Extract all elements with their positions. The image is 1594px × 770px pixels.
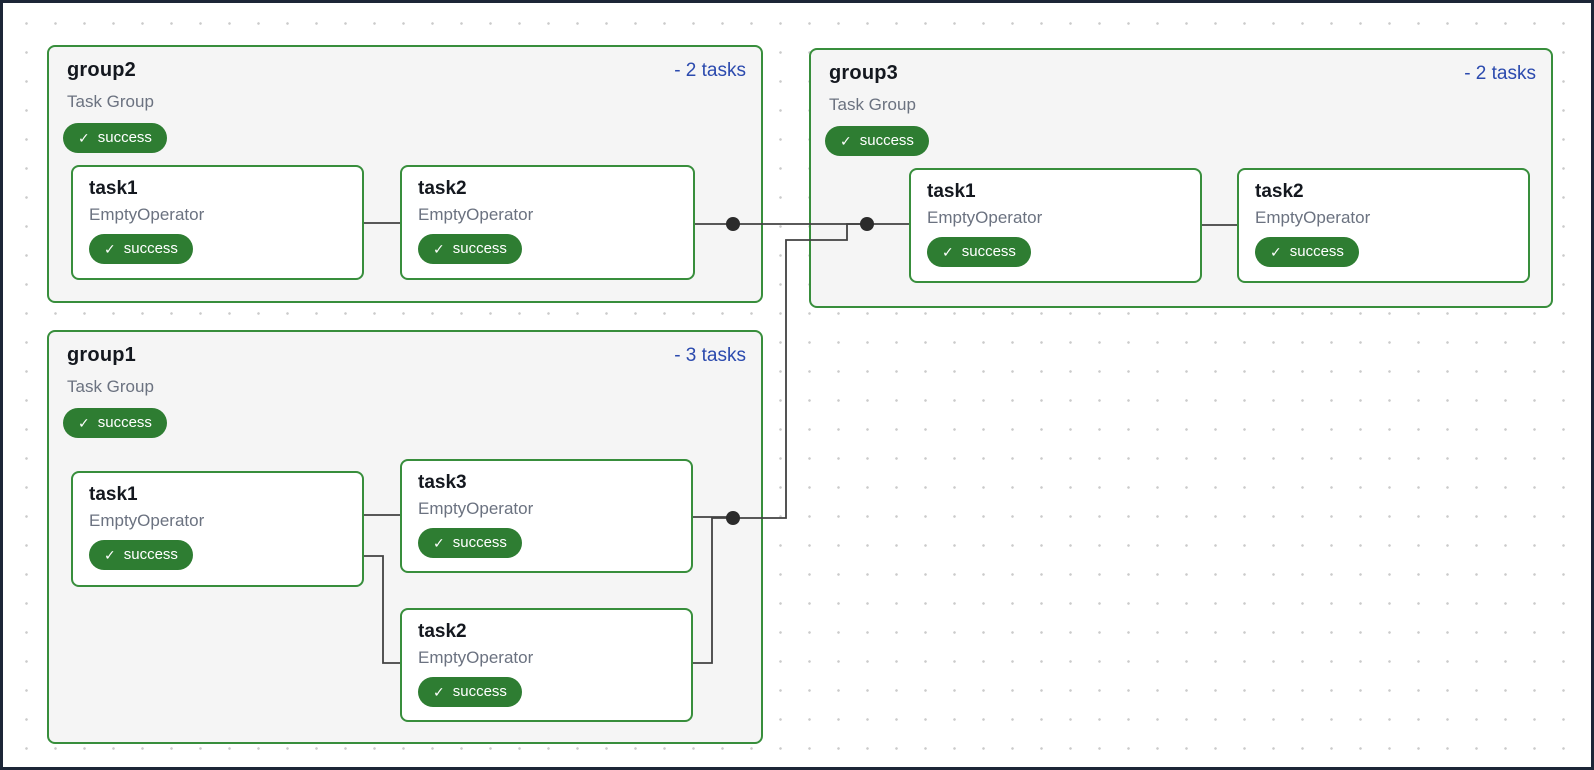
group-status-badge: ✓ success — [825, 126, 929, 157]
task-node-group3-task1[interactable]: task1 EmptyOperator ✓ success — [909, 168, 1202, 283]
group-title: group1 — [67, 344, 136, 366]
task-status-badge: ✓ success — [89, 540, 193, 571]
check-icon: ✓ — [433, 684, 445, 701]
task-status-badge: ✓ success — [1255, 237, 1359, 268]
task-node-group3-task2[interactable]: task2 EmptyOperator ✓ success — [1237, 168, 1530, 283]
task-node-group1-task3[interactable]: task3 EmptyOperator ✓ success — [400, 459, 693, 573]
check-icon: ✓ — [104, 241, 116, 258]
group-subtitle: Task Group — [67, 92, 154, 111]
task-title: task2 — [418, 178, 467, 199]
task-status-badge: ✓ success — [418, 234, 522, 265]
check-icon: ✓ — [78, 130, 90, 147]
task-node-group1-task1[interactable]: task1 EmptyOperator ✓ success — [71, 471, 364, 587]
status-label: success — [1289, 243, 1344, 260]
group-title: group3 — [829, 62, 898, 84]
task-node-group1-task2[interactable]: task2 EmptyOperator ✓ success — [400, 608, 693, 722]
check-icon: ✓ — [1270, 244, 1282, 261]
task-title: task1 — [89, 178, 138, 199]
task-operator: EmptyOperator — [418, 205, 534, 224]
task-operator: EmptyOperator — [89, 511, 205, 530]
group-subtitle: Task Group — [829, 95, 916, 114]
task-title: task1 — [927, 181, 976, 202]
check-icon: ✓ — [433, 535, 445, 552]
task-node-group2-task1[interactable]: task1 EmptyOperator ✓ success — [71, 165, 364, 280]
task-title: task1 — [89, 484, 138, 505]
status-label: success — [452, 240, 507, 257]
group-status-badge: ✓ success — [63, 123, 167, 154]
task-title: task2 — [418, 621, 467, 642]
status-label: success — [452, 683, 507, 700]
task-status-badge: ✓ success — [418, 528, 522, 559]
check-icon: ✓ — [942, 244, 954, 261]
group-status-badge: ✓ success — [63, 408, 167, 439]
task-status-badge: ✓ success — [418, 677, 522, 708]
status-label: success — [123, 240, 178, 257]
status-label: success — [859, 132, 914, 149]
task-operator: EmptyOperator — [1255, 208, 1371, 227]
status-label: success — [961, 243, 1016, 260]
collapse-group-button[interactable]: - 3 tasks — [674, 345, 746, 366]
check-icon: ✓ — [104, 547, 116, 564]
status-label: success — [97, 414, 152, 431]
task-operator: EmptyOperator — [89, 205, 205, 224]
task-status-badge: ✓ success — [927, 237, 1031, 268]
collapse-group-button[interactable]: - 2 tasks — [674, 60, 746, 81]
task-node-group2-task2[interactable]: task2 EmptyOperator ✓ success — [400, 165, 695, 280]
status-label: success — [452, 534, 507, 551]
check-icon: ✓ — [78, 415, 90, 432]
check-icon: ✓ — [840, 133, 852, 150]
task-operator: EmptyOperator — [418, 648, 534, 667]
task-operator: EmptyOperator — [418, 499, 534, 518]
group-title: group2 — [67, 59, 136, 81]
collapse-group-button[interactable]: - 2 tasks — [1464, 63, 1536, 84]
status-label: success — [97, 129, 152, 146]
status-label: success — [123, 546, 178, 563]
task-status-badge: ✓ success — [89, 234, 193, 265]
task-title: task3 — [418, 472, 467, 493]
check-icon: ✓ — [433, 241, 445, 258]
group-subtitle: Task Group — [67, 377, 154, 396]
task-title: task2 — [1255, 181, 1304, 202]
task-operator: EmptyOperator — [927, 208, 1043, 227]
